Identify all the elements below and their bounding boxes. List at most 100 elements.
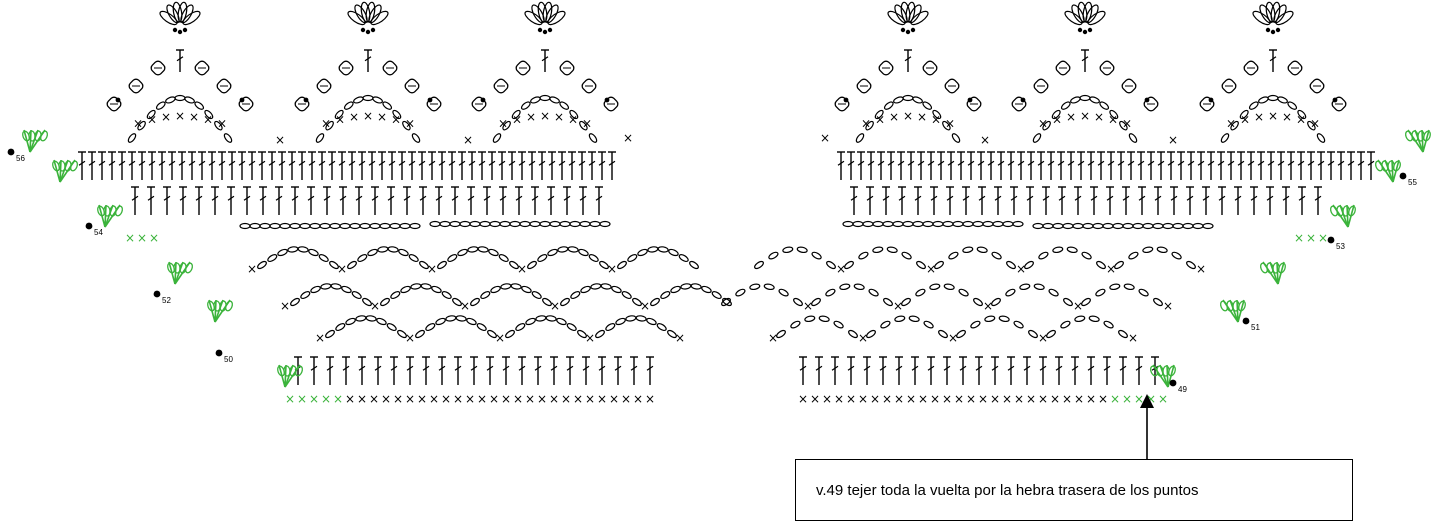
picot-symbol <box>150 60 166 76</box>
picot-symbol <box>1121 78 1137 94</box>
slip-stitch-dot <box>239 97 245 103</box>
double-crochet-symbol <box>595 186 603 215</box>
double-crochet-symbol <box>88 151 96 180</box>
single-crochet-symbol: × <box>189 110 199 124</box>
double-crochet-symbol <box>1218 186 1226 215</box>
double-crochet-symbol <box>1250 186 1258 215</box>
double-crochet-symbol <box>630 356 638 385</box>
single-crochet-symbol: × <box>983 299 993 313</box>
single-crochet-symbol: × <box>894 392 904 406</box>
chain-arch <box>866 315 948 339</box>
single-crochet-symbol: × <box>1158 392 1168 406</box>
double-crochet-symbol <box>378 151 386 180</box>
callout-box: v.49 tejer toda la vuelta por la hebra t… <box>795 459 1353 521</box>
single-crochet-symbol: × <box>640 299 650 313</box>
double-crochet-symbol <box>1357 151 1365 180</box>
single-crochet-symbol: × <box>550 299 560 313</box>
single-crochet-symbol: × <box>1026 392 1036 406</box>
single-crochet-symbol: × <box>810 392 820 406</box>
double-crochet-symbol <box>563 186 571 215</box>
single-crochet-symbol: × <box>217 117 227 131</box>
slip-stitch-dot <box>1169 379 1177 387</box>
slip-stitch-dot <box>85 222 93 230</box>
double-crochet-symbol <box>947 151 955 180</box>
double-crochet-symbol <box>1081 49 1089 72</box>
double-crochet-symbol <box>1138 186 1146 215</box>
double-crochet-symbol <box>1257 151 1265 180</box>
single-crochet-symbol: × <box>125 231 135 245</box>
double-crochet-symbol <box>208 151 216 180</box>
single-crochet-symbol: × <box>1066 110 1076 124</box>
picot-symbol <box>294 96 310 112</box>
double-crochet-symbol <box>907 151 915 180</box>
double-crochet-symbol <box>1202 186 1210 215</box>
double-crochet-symbol <box>348 151 356 180</box>
row-turn-cluster <box>97 204 124 228</box>
double-crochet-symbol <box>566 356 574 385</box>
picot-symbol <box>1287 60 1303 76</box>
single-crochet-symbol: × <box>978 392 988 406</box>
double-crochet-symbol <box>419 186 427 215</box>
single-crochet-symbol: × <box>441 392 451 406</box>
single-crochet-symbol: × <box>549 392 559 406</box>
single-crochet-symbol: × <box>554 110 564 124</box>
single-crochet-symbol: × <box>460 299 470 313</box>
picot-symbol <box>581 78 597 94</box>
double-crochet-symbol <box>338 151 346 180</box>
single-crochet-symbol: × <box>321 117 331 131</box>
row-number-label: 51 <box>1251 323 1260 332</box>
chain-arch <box>1024 246 1106 270</box>
single-crochet-symbol: × <box>463 133 473 147</box>
double-crochet-symbol <box>128 151 136 180</box>
double-crochet-symbol <box>288 151 296 180</box>
double-crochet-symbol <box>1337 151 1345 180</box>
double-crochet-symbol <box>917 151 925 180</box>
picot-symbol <box>1199 96 1215 112</box>
single-crochet-symbol: × <box>621 392 631 406</box>
single-crochet-symbol: × <box>906 392 916 406</box>
picot-symbol <box>404 78 420 94</box>
single-crochet-symbol: × <box>285 392 295 406</box>
double-crochet-symbol <box>1247 151 1255 180</box>
slip-stitch-dot <box>1087 27 1093 33</box>
double-crochet-symbol <box>930 186 938 215</box>
single-crochet-symbol: × <box>561 392 571 406</box>
double-crochet-symbol <box>911 356 919 385</box>
right-crochet-chart: ××××××××××××××××××××××××××××××××××××××××… <box>721 1 1431 406</box>
double-crochet-symbol <box>943 356 951 385</box>
chain-arch <box>505 315 587 339</box>
single-crochet-symbol: × <box>1073 299 1083 313</box>
crown-fan-symbol <box>887 1 929 35</box>
single-crochet-symbol: × <box>980 133 990 147</box>
double-crochet-symbol <box>228 151 236 180</box>
single-crochet-symbol: × <box>1106 262 1116 276</box>
picot-symbol <box>1221 78 1237 94</box>
single-crochet-symbol: × <box>834 392 844 406</box>
double-crochet-symbol <box>438 356 446 385</box>
single-crochet-symbol: × <box>161 110 171 124</box>
single-crochet-symbol: × <box>917 110 927 124</box>
single-crochet-symbol: × <box>607 262 617 276</box>
slip-stitch-dot <box>910 27 916 33</box>
double-crochet-symbol <box>867 151 875 180</box>
double-crochet-symbol <box>515 186 523 215</box>
chain-row <box>1032 222 1214 230</box>
double-crochet-symbol <box>799 356 807 385</box>
single-crochet-symbol: × <box>675 331 685 345</box>
single-crochet-symbol: × <box>1110 392 1120 406</box>
single-crochet-symbol: × <box>1296 113 1306 127</box>
double-crochet-symbol <box>946 186 954 215</box>
double-crochet-symbol <box>358 356 366 385</box>
double-crochet-symbol <box>558 151 566 180</box>
chain-arch <box>315 94 421 143</box>
double-crochet-symbol <box>278 151 286 180</box>
double-crochet-symbol <box>1237 151 1245 180</box>
slip-stitch-dot <box>537 27 543 33</box>
callout-arrow <box>1140 394 1154 459</box>
double-crochet-symbol <box>1277 151 1285 180</box>
double-crochet-symbol <box>1103 356 1111 385</box>
slip-stitch-dot <box>303 97 309 103</box>
picot-symbol <box>559 60 575 76</box>
double-crochet-symbol <box>914 186 922 215</box>
double-crochet-symbol <box>390 356 398 385</box>
